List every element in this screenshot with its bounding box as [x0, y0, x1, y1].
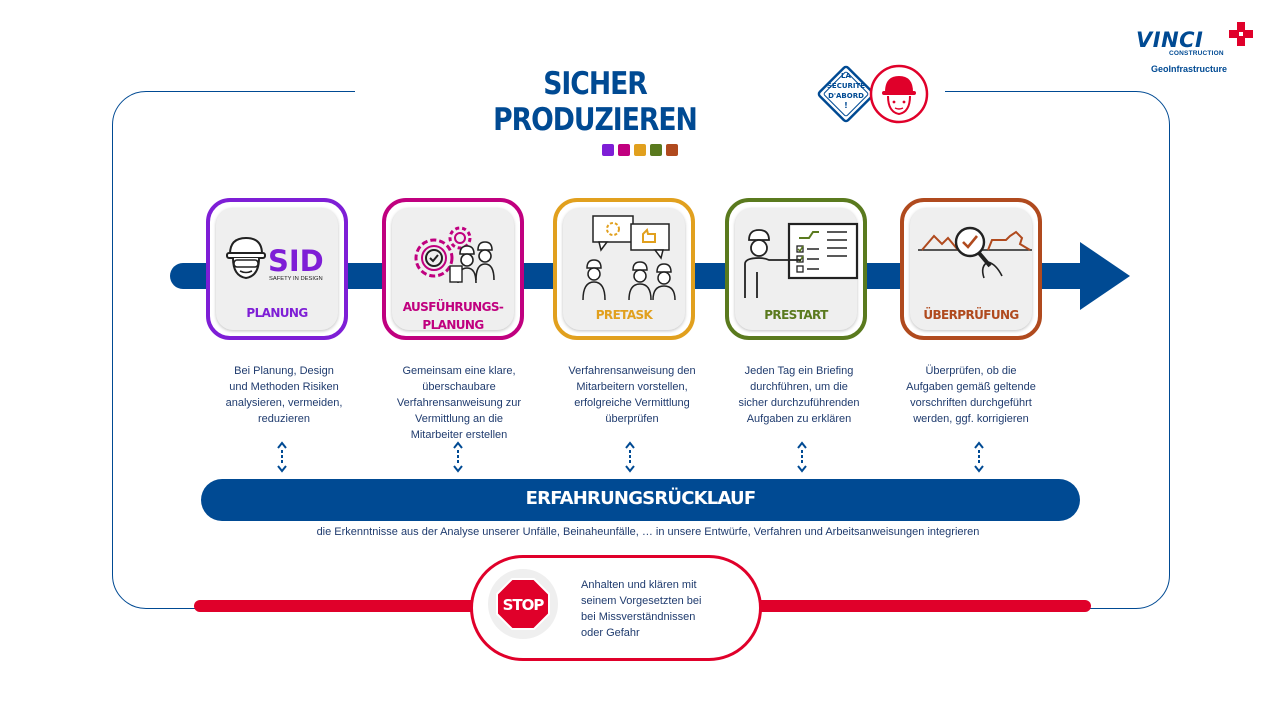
step-description-ausfuehrungsplanung: Gemeinsam eine klare, überschaubare Verf…: [396, 365, 522, 441]
dot-green: [650, 144, 662, 156]
step-label-ueberpruefung: ÜBERPRÜFUNG: [923, 308, 1019, 322]
badge-line-3: D'ABORD: [828, 92, 864, 100]
step-description-ueberpruefung: Überprüfen, ob die Aufgaben gemäß gelten…: [906, 365, 1036, 425]
badge-line-1: LA: [841, 72, 851, 80]
step-label-ausfuehrungsplanung: AUSFÜHRUNGS- PLANUNG: [392, 298, 514, 334]
dot-orange: [634, 144, 646, 156]
vinci-plus-icon: [1229, 22, 1253, 46]
logo-subtitle: CONSTRUCTION: [1169, 50, 1224, 57]
safety-first-badge: LA SECURITE D'ABORD !: [817, 64, 929, 124]
step-label-line-2: PLANUNG: [422, 318, 484, 332]
dot-brown: [666, 144, 678, 156]
step-card-ausfuehrungsplanung: AUSFÜHRUNGS- PLANUNG: [382, 198, 524, 340]
logo-brand: VINCI: [1136, 28, 1204, 52]
step-description-pretask: Verfahrensanweisung den Mitarbeitern vor…: [568, 365, 696, 425]
gears-workers-icon: [414, 226, 495, 284]
feedback-double-arrow-4: [797, 441, 807, 473]
sid-subtext: SAFETY IN DESIGN: [269, 276, 323, 282]
briefing-board-icon: [744, 222, 859, 298]
color-legend-dots: [602, 144, 678, 156]
process-arrow-head: [1080, 242, 1130, 310]
step-label-pretask: PRETASK: [595, 308, 653, 322]
step-label-line-1: AUSFÜHRUNGS-: [402, 300, 504, 314]
step-description-planung: Bei Planung, Design und Methoden Risiken…: [225, 365, 343, 425]
feedback-bar: ERFAHRUNGSRÜCKLAUF: [201, 479, 1080, 521]
badge-line-4: !: [844, 101, 848, 110]
step-label-prestart: PRESTART: [764, 308, 828, 322]
step-card-ueberpruefung: ÜBERPRÜFUNG: [900, 198, 1042, 340]
logo-division: GeoInfrastructure: [1151, 64, 1228, 74]
stop-sign-text: STOP: [503, 596, 545, 614]
sid-worker-icon: SID SAFETY IN DESIGN: [226, 236, 324, 282]
dot-purple: [602, 144, 614, 156]
feedback-description: die Erkenntnisse aus der Analyse unserer…: [316, 526, 980, 538]
step-card-pretask: PRETASK: [553, 198, 695, 340]
badge-line-2: SECURITE: [827, 82, 865, 90]
feedback-double-arrow-3: [625, 441, 635, 473]
stop-description: Anhalten und klären mit seinem Vorgesetz…: [581, 579, 702, 639]
vinci-logo: VINCI CONSTRUCTION GeoInfrastructure: [1130, 22, 1260, 78]
step-label-planung: PLANUNG: [246, 306, 308, 320]
feedback-double-arrow-2: [453, 441, 463, 473]
feedback-label: ERFAHRUNGSRÜCKLAUF: [525, 488, 756, 509]
feedback-double-arrow-1: [277, 441, 287, 473]
sid-text: SID: [268, 244, 324, 278]
page-title: SICHER PRODUZIEREN: [493, 66, 698, 138]
dot-magenta: [618, 144, 630, 156]
step-description-prestart: Jeden Tag ein Briefing durchführen, um d…: [738, 365, 860, 425]
stop-sign-icon: STOP: [488, 569, 558, 639]
team-discussion-icon: [582, 215, 676, 301]
step-card-prestart: PRESTART: [725, 198, 867, 340]
magnifier-check-icon: [918, 226, 1032, 279]
feedback-double-arrow-5: [974, 441, 984, 473]
step-card-planung: SID SAFETY IN DESIGN PLANUNG: [206, 198, 348, 340]
